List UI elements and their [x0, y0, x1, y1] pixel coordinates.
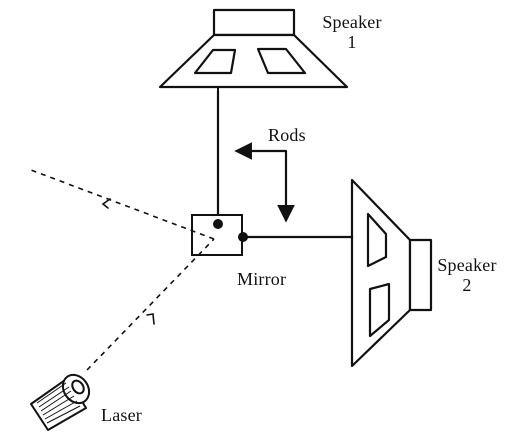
- laser-icon: [30, 373, 91, 431]
- speaker-2-name: Speaker: [437, 255, 497, 275]
- speaker-1-number: 1: [347, 32, 357, 52]
- speaker-1-name: Speaker: [322, 12, 382, 32]
- speaker-1-icon: [158, 8, 349, 92]
- beam-direction-icons: [101, 198, 155, 325]
- speaker-2-label: Speaker 2: [428, 255, 506, 295]
- mirror-icon: [191, 214, 248, 256]
- reflected-beam-arrow-icon: [101, 198, 111, 209]
- incoming-beam-arrow-icon: [146, 313, 155, 325]
- reflected-laser-beam: [30, 169, 215, 240]
- mirror-label: Mirror: [237, 269, 287, 289]
- speaker-2-icon: [350, 178, 433, 368]
- speaker-1-label: Speaker 1: [313, 12, 391, 52]
- rods-label: Rods: [268, 125, 306, 145]
- rods-icon: [216, 90, 354, 239]
- speaker-2-number: 2: [462, 275, 472, 295]
- rods-callout-arrow: [234, 142, 295, 223]
- incoming-laser-beam: [86, 238, 215, 371]
- laser-label: Laser: [101, 405, 142, 425]
